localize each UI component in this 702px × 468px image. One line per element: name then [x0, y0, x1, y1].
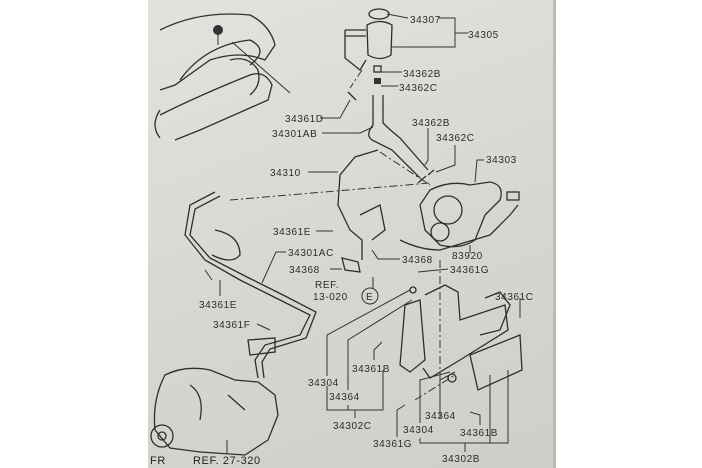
- label-34362c-mid: 34362C: [436, 133, 475, 144]
- diagram-paper: [148, 0, 555, 468]
- mounting-brackets: [399, 260, 523, 401]
- label-34361d: 34361D: [285, 114, 324, 125]
- label-ref-circle: E: [366, 292, 373, 303]
- label-34361g-upper: 34361G: [450, 265, 489, 276]
- label-34364-right: 34364: [425, 411, 456, 422]
- label-34310: 34310: [270, 168, 301, 179]
- label-34361b-left: 34361B: [352, 364, 390, 375]
- ref-circle: [361, 287, 379, 305]
- label-34361g-lower: 34361G: [373, 439, 412, 450]
- label-83920: 83920: [452, 251, 483, 262]
- label-34305: 34305: [468, 30, 499, 41]
- label-34304-right: 34304: [403, 425, 434, 436]
- label-ref: REF.: [315, 280, 339, 291]
- reservoir-assembly: [344, 8, 429, 179]
- label-ref-bottom: REF. 27-320: [193, 455, 261, 467]
- label-34361e-upper: 34361E: [273, 227, 311, 238]
- label-34364-left: 34364: [329, 392, 360, 403]
- pump-unit: [399, 169, 520, 251]
- label-34368-right: 34368: [402, 255, 433, 266]
- part-labels: 34307 34305 34362B 34362C 34361D 34301AB…: [150, 15, 534, 467]
- leader-lines: [204, 13, 521, 453]
- brake-pipes: [184, 149, 431, 379]
- label-34304-left: 34304: [308, 378, 339, 389]
- label-34368-left: 34368: [289, 265, 320, 276]
- paper-edge: [553, 0, 556, 468]
- label-34361b-right: 34361B: [460, 428, 498, 439]
- label-34361c: 34361C: [495, 292, 534, 303]
- label-34361f: 34361F: [213, 320, 251, 331]
- label-ref-number: 13-020: [313, 292, 348, 303]
- label-34362c-top: 34362C: [399, 83, 438, 94]
- vehicle-locator-sketch: [154, 13, 291, 141]
- label-34307: 34307: [410, 15, 441, 26]
- label-fr: FR: [150, 455, 166, 467]
- label-34362b-mid: 34362B: [412, 118, 450, 129]
- label-34302b: 34302B: [442, 454, 480, 465]
- label-34302c: 34302C: [333, 421, 372, 432]
- label-34361e-lower: 34361E: [199, 300, 237, 311]
- label-34362b-top: 34362B: [403, 69, 441, 80]
- differential-housing: [150, 367, 279, 456]
- label-34301ab: 34301AB: [272, 129, 317, 140]
- label-34301ac: 34301AC: [288, 248, 334, 259]
- label-34303: 34303: [486, 155, 517, 166]
